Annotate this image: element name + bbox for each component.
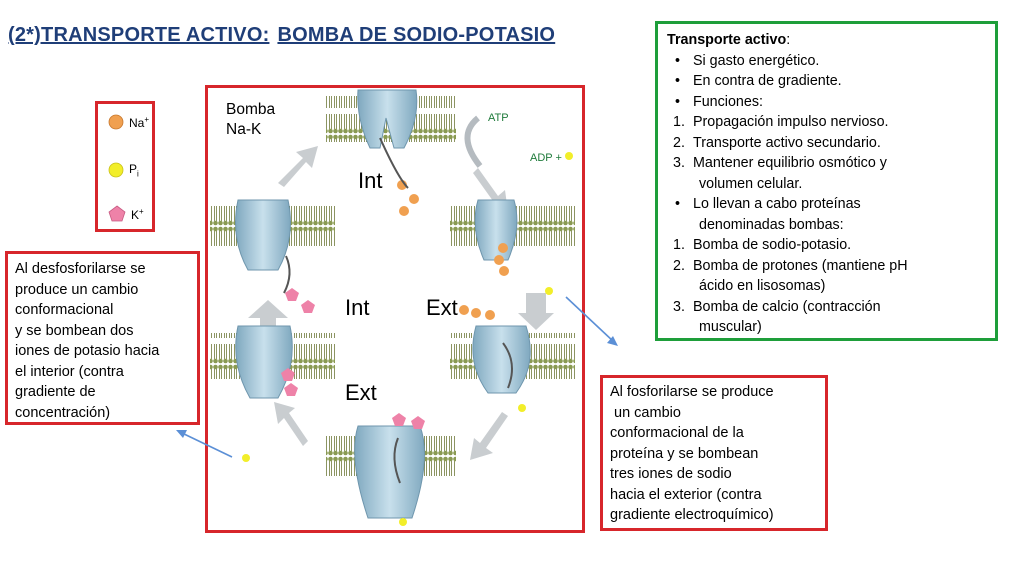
phosphate-adp xyxy=(565,152,573,160)
left-note-line: Al desfosforilarse se xyxy=(15,261,146,277)
info-item-continuation: muscular) xyxy=(699,319,762,335)
legend-box: Na+ Pi K+ xyxy=(95,101,155,232)
pump-top xyxy=(326,89,456,149)
info-item: 2.Bomba de protones (mantiene pH xyxy=(673,257,908,274)
info-item: 1.Bomba de sodio-potasio. xyxy=(673,237,852,253)
potassium-ion-icon xyxy=(108,205,126,222)
right-note-line: Al fosforilarse se produce xyxy=(610,384,774,400)
legend-potassium-sup: + xyxy=(139,206,144,216)
right-note-box: Al fosforilarse se produce un cambio con… xyxy=(600,375,828,531)
right-note-line: hacia el exterior (contra xyxy=(610,486,762,503)
sodium-ion xyxy=(399,206,409,216)
left-note-line: concentración) xyxy=(15,404,111,421)
ext-label-middle: Ext xyxy=(426,295,458,320)
legend-potassium: K+ xyxy=(108,205,144,223)
info-item: •Si gasto energético. xyxy=(675,52,820,69)
info-item-continuation: volumen celular. xyxy=(699,175,803,192)
ext-label-bottom: Ext xyxy=(345,380,377,405)
pump-label-2: Na-K xyxy=(226,121,262,138)
info-item-continuation: ácido en lisosomas) xyxy=(699,278,826,294)
info-item: •En contra de gradiente. xyxy=(675,73,842,89)
legend-sodium-sup: + xyxy=(144,114,150,124)
info-item: •Lo llevan a cabo proteínas xyxy=(675,196,861,212)
legend-phosphate-label: P xyxy=(129,162,138,176)
legend-sodium-label: Na xyxy=(129,115,145,130)
left-note-line: conformacional xyxy=(15,302,114,318)
legend-sodium: Na+ xyxy=(108,114,149,130)
left-note-line: y se bombean dos xyxy=(15,322,134,339)
int-label-top: Int xyxy=(358,168,383,193)
left-note-line: iones de potasio hacia xyxy=(15,343,160,359)
pump-bottom xyxy=(326,413,456,526)
sodium-ion-icon xyxy=(108,114,124,130)
atp-label: ATP xyxy=(488,112,509,124)
pump-cycle-illustration xyxy=(210,89,575,526)
info-box: Transporte activo: •Si gasto energético.… xyxy=(655,21,998,341)
int-label-middle: Int xyxy=(345,295,370,320)
info-heading-text: Transporte activo xyxy=(667,32,787,48)
info-item: 1.Propagación impulso nervioso. xyxy=(673,114,889,130)
left-note-box: Al desfosforilarse se produce un cambio … xyxy=(5,251,200,425)
page-title: (2*)TRANSPORTE ACTIVO: BOMBA DE SODIO-POT… xyxy=(8,24,555,47)
title-part-1: (2*)TRANSPORTE ACTIVO: xyxy=(8,24,270,46)
pump-right-upper xyxy=(450,199,575,295)
left-note-line: gradiente de xyxy=(15,384,96,400)
pump-cycle-diagram: Bomba Na-K ATP ADP + Int Int Ext Ext xyxy=(205,85,585,533)
info-heading: Transporte activo: xyxy=(667,30,986,51)
right-note-line: conformacional de la xyxy=(610,425,744,441)
legend-potassium-label: K xyxy=(131,207,140,222)
atp-arrow xyxy=(464,115,483,168)
right-note-line: un cambio xyxy=(610,404,681,421)
phosphate-icon xyxy=(108,162,124,178)
sodium-ion xyxy=(409,194,419,204)
legend-phosphate-sub: i xyxy=(137,169,139,179)
cycle-arrows xyxy=(248,146,554,460)
pump-right-lower xyxy=(450,305,575,412)
right-note-line: tres iones de sodio xyxy=(610,466,732,482)
left-note-line: produce un cambio xyxy=(15,281,139,298)
info-item: 2.Transporte activo secundario. xyxy=(673,134,881,151)
left-note-line: el interior (contra xyxy=(15,363,124,380)
adp-label: ADP + xyxy=(530,152,562,164)
title-part-2: BOMBA DE SODIO-POTASIO xyxy=(277,24,556,46)
legend-phosphate: Pi xyxy=(108,162,139,178)
info-item: 3.Bomba de calcio (contracción xyxy=(673,298,881,315)
pump-left-upper xyxy=(210,199,335,313)
right-note-line: proteína y se bombean xyxy=(610,445,759,462)
pump-label-1: Bomba xyxy=(226,101,276,118)
pump-left-lower xyxy=(210,325,335,462)
info-heading-colon: : xyxy=(786,32,791,48)
info-item-continuation: denominadas bombas: xyxy=(699,216,844,233)
pump-label: Bomba Na-K xyxy=(226,100,275,140)
info-item: 3.Mantener equilibrio osmótico y xyxy=(673,155,887,171)
right-note-line: gradiente electroquímico) xyxy=(610,507,774,523)
info-item: •Funciones: xyxy=(675,93,763,110)
